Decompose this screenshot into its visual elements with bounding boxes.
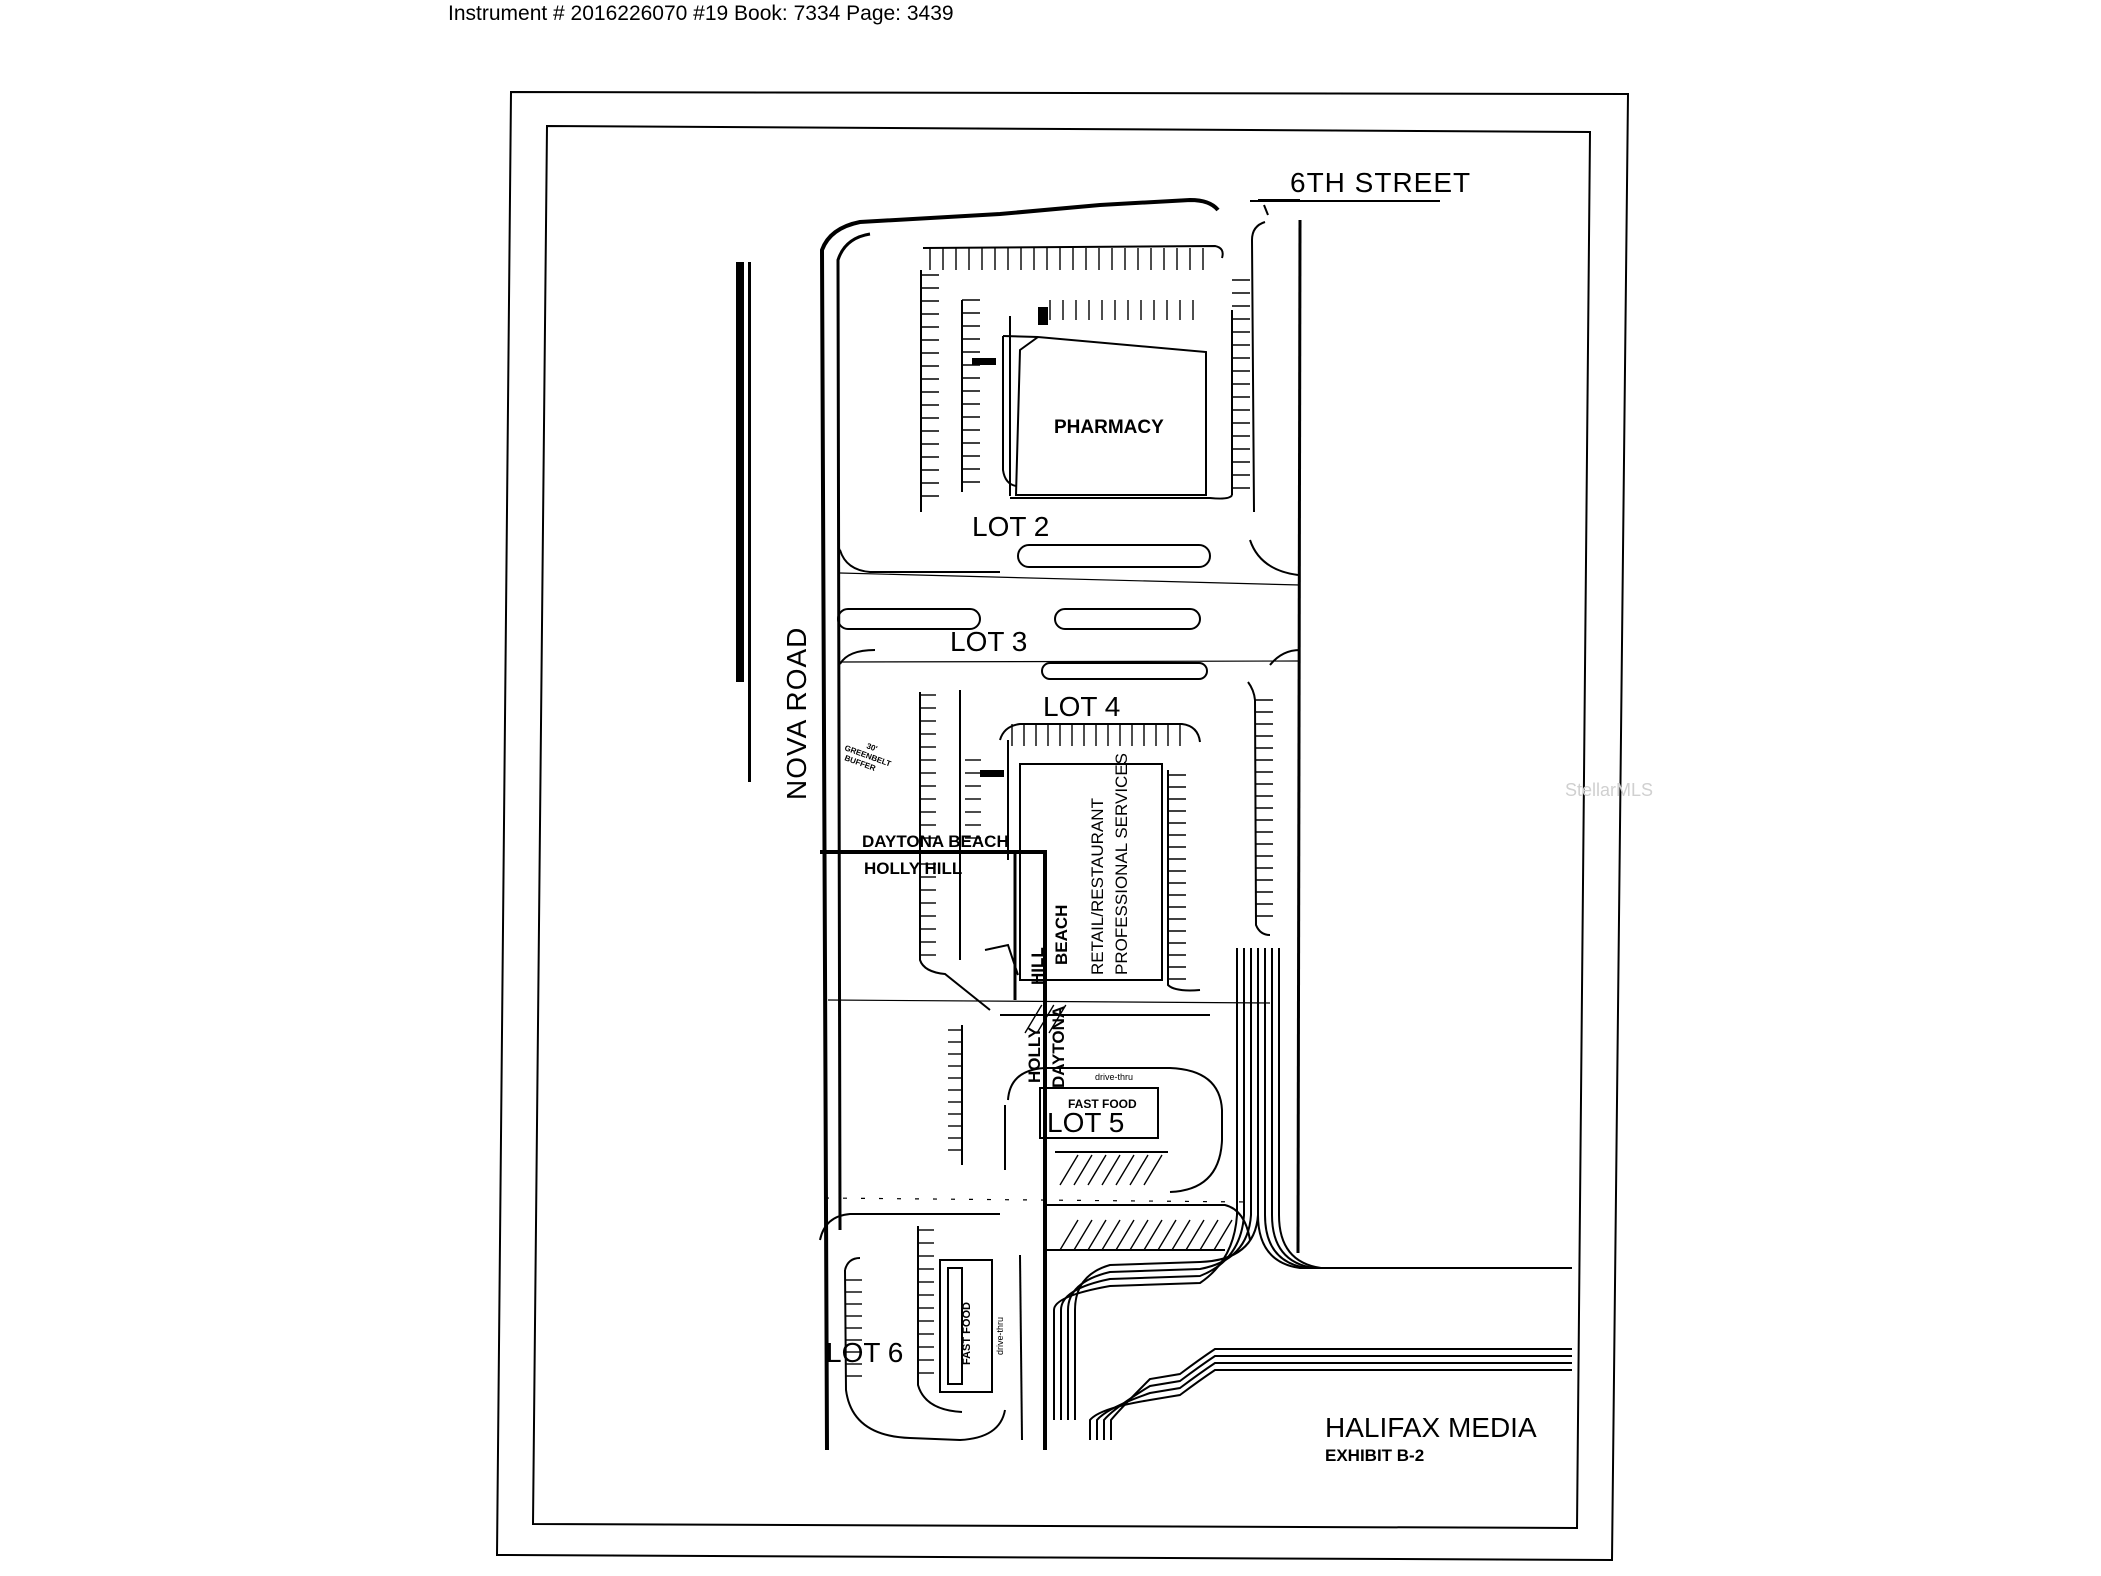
parking-stall-line	[1129, 1154, 1149, 1186]
access-driveway	[1053, 948, 1572, 1440]
parking-stall-line	[1115, 1219, 1135, 1251]
parking-stall-line	[1171, 1219, 1191, 1251]
retail-label-line-2: PROFESSIONAL SERVICES	[1112, 753, 1131, 975]
lot-5-label: LOT 5	[1047, 1107, 1124, 1138]
driveway-curb-line	[1060, 948, 1245, 1420]
lot-6-label: LOT 6	[826, 1337, 903, 1368]
parking-stall-line	[1143, 1154, 1163, 1186]
fast-food-lot-6-label: FAST FOOD	[961, 1302, 973, 1365]
lot-2-label: LOT 2	[972, 511, 1049, 542]
lot-4-label: LOT 4	[1043, 691, 1120, 722]
parking-stall-line	[1024, 1004, 1043, 1034]
retail-building	[1019, 763, 1163, 981]
driveway-curb-line	[1278, 948, 1572, 1269]
sixth-street-label: 6TH STREET	[1290, 167, 1471, 198]
parking-stall-line	[1036, 1004, 1055, 1034]
parking-stall-line	[1129, 1219, 1149, 1251]
pharmacy-label: PHARMACY	[1054, 417, 1164, 438]
holly-hill-label: HOLLY HILL	[864, 859, 962, 878]
parking-stalls-lot-4	[920, 694, 1273, 1151]
parking-stall-line	[1213, 1219, 1233, 1251]
lot-6-layout	[819, 1213, 1023, 1442]
parking-stall-line	[1059, 1219, 1079, 1251]
parking-stalls-lot-5	[1024, 1004, 1233, 1251]
parking-stall-line	[1059, 1154, 1079, 1186]
parking-stall-line	[1143, 1219, 1163, 1251]
nova-road-median	[736, 262, 751, 782]
drive-thru-lot-6-label: drive-thru	[995, 1317, 1005, 1355]
nova-road-label: NOVA ROAD	[781, 627, 812, 800]
buffer-label-1: 30'	[865, 741, 878, 753]
parking-stalls-lot-2	[921, 248, 1250, 497]
watermark: StellarMLS	[1565, 780, 1653, 800]
daytona-beach-label: DAYTONA BEACH	[862, 832, 1009, 851]
driveway-curb-line	[1053, 948, 1238, 1420]
parking-stall-line	[1073, 1154, 1093, 1186]
driveway-curb-line	[1089, 1369, 1572, 1440]
daytona-vertical-label: DAYTONA	[1049, 1006, 1068, 1088]
sheet-frames	[495, 90, 1630, 1562]
fast-food-lot-5-label: FAST FOOD	[1068, 1097, 1137, 1111]
parking-stall-line	[1115, 1154, 1135, 1186]
pharmacy-building	[972, 307, 1207, 496]
hill-vertical-label: HILL	[1028, 947, 1047, 985]
lot-5-layout	[961, 1025, 1251, 1251]
parking-stall-line	[1087, 1219, 1107, 1251]
driveway-curb-line	[1110, 1348, 1572, 1440]
driveway-curb-line	[1096, 1362, 1572, 1440]
parking-stall-line	[1101, 1219, 1121, 1251]
parking-stall-line	[1048, 1004, 1067, 1034]
site-boundary	[819, 197, 1302, 1451]
parking-stall-line	[1157, 1219, 1177, 1251]
parking-stall-line	[1101, 1154, 1121, 1186]
holly-vertical-label: HOLLY	[1025, 1026, 1044, 1083]
beach-vertical-label: BEACH	[1052, 905, 1071, 965]
lot-3-islands	[837, 608, 1301, 680]
drive-thru-lot-5-label: drive-thru	[1095, 1072, 1133, 1082]
driveway-curb-line	[1103, 1355, 1572, 1440]
driveway-curb-line	[1271, 948, 1572, 1269]
lot-3-label: LOT 3	[950, 626, 1027, 657]
title-block-exhibit: EXHIBIT B-2	[1325, 1446, 1424, 1465]
parking-stall-line	[1199, 1219, 1219, 1251]
title-block-name: HALIFAX MEDIA	[1325, 1412, 1537, 1443]
parking-stall-line	[1087, 1154, 1107, 1186]
instrument-header: Instrument # 2016226070 #19 Book: 7334 P…	[448, 2, 954, 25]
parking-stall-line	[1073, 1219, 1093, 1251]
driveway-curb-line	[1264, 948, 1572, 1269]
driveway-curb-line	[1257, 948, 1572, 1269]
parking-stalls-lot-6	[846, 1229, 934, 1377]
parking-stall-line	[1185, 1219, 1205, 1251]
retail-label-line-1: RETAIL/RESTAURANT	[1088, 798, 1107, 975]
lot-2-parking	[837, 221, 1299, 576]
lot-lines	[824, 572, 1301, 1203]
